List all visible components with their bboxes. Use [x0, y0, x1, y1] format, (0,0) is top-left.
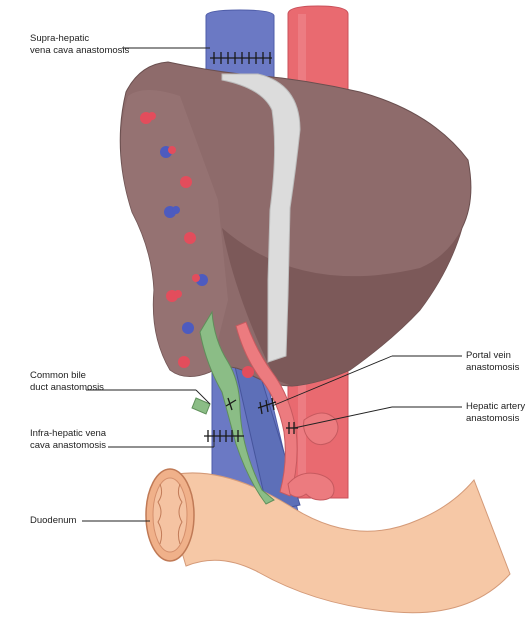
label-common-bile: Common bile duct anastomosis	[30, 370, 104, 394]
label-supra-hepatic-line2: vena cava anastomosis	[30, 45, 129, 57]
label-hepatic-artery-line2: anastomosis	[466, 413, 525, 425]
label-hepatic-artery: Hepatic artery anastomosis	[466, 401, 525, 425]
label-supra-hepatic-line1: Supra-hepatic	[30, 33, 129, 45]
label-portal-vein-line2: anastomosis	[466, 362, 519, 374]
label-hepatic-artery-line1: Hepatic artery	[466, 401, 525, 413]
label-portal-vein-line1: Portal vein	[466, 350, 519, 362]
label-common-bile-line2: duct anastomosis	[30, 382, 104, 394]
label-portal-vein: Portal vein anastomosis	[466, 350, 519, 374]
label-infra-hepatic-line2: cava anastomosis	[30, 440, 106, 452]
label-duodenum: Duodenum	[30, 515, 76, 527]
label-infra-hepatic: Infra-hepatic vena cava anastomosis	[30, 428, 106, 452]
label-common-bile-line1: Common bile	[30, 370, 104, 382]
label-duodenum-line1: Duodenum	[30, 515, 76, 527]
label-infra-hepatic-line1: Infra-hepatic vena	[30, 428, 106, 440]
label-supra-hepatic: Supra-hepatic vena cava anastomosis	[30, 33, 129, 57]
